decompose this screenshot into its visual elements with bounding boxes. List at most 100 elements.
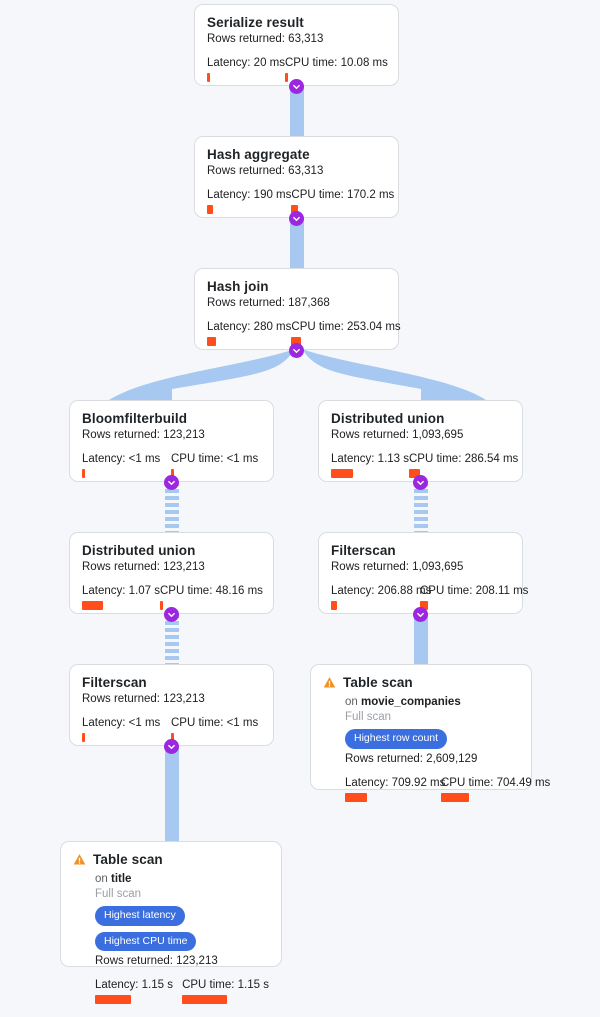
plan-node-distributed-union-right[interactable]: Distributed union Rows returned: 1,093,6… — [318, 400, 523, 482]
cpu-metric: CPU time: 1.15 s — [182, 978, 269, 1004]
plan-node-hash-join[interactable]: Hash join Rows returned: 187,368 Latency… — [194, 268, 401, 350]
rows-returned: Rows returned: 63,313 — [207, 165, 324, 177]
edge-hash-join-fanout — [100, 350, 495, 407]
node-metrics: Latency: 280 ms CPU time: 253.04 ms — [207, 320, 401, 346]
node-title: Bloomfilterbuild — [82, 411, 188, 426]
node-title: Filterscan — [82, 675, 147, 690]
node-metrics: Latency: 1.13 s CPU time: 286.54 ms — [331, 452, 518, 478]
latency-bar — [331, 601, 337, 610]
latency-label: Latency: <1 ms — [82, 453, 161, 465]
node-header-text: Table scan — [343, 675, 413, 691]
latency-label: Latency: 709.92 ms — [345, 776, 446, 789]
latency-bar — [207, 205, 213, 214]
cpu-bar — [291, 337, 302, 346]
edge-filterscan-right-to-table-scan — [414, 614, 428, 666]
cpu-label: CPU time: <1 ms — [171, 453, 259, 465]
latency-metric: Latency: 1.07 s — [82, 584, 160, 610]
edge-bloomfilterbuild-to-distributed-union — [165, 482, 179, 534]
node-metrics: Latency: 1.07 s CPU time: 48.16 ms — [82, 584, 263, 610]
node-title: Filterscan — [331, 543, 396, 558]
cpu-metric: CPU time: 10.08 ms — [284, 56, 388, 82]
node-body: on movie_companies Full scan Highest row… — [345, 695, 550, 802]
cpu-bar — [409, 469, 420, 478]
badge-list: Highest row count — [345, 729, 519, 749]
toggle-filterscan-left[interactable] — [164, 739, 179, 754]
plan-node-filterscan-right[interactable]: Filterscan Rows returned: 1,093,695 Late… — [318, 532, 528, 614]
cpu-metric: CPU time: 286.54 ms — [409, 452, 518, 478]
node-header: Filterscan — [82, 675, 261, 691]
node-header: Bloomfilterbuild — [82, 411, 261, 427]
cpu-metric: CPU time: 208.11 ms — [420, 584, 528, 610]
node-header: Table scan — [73, 852, 269, 871]
scan-type: Full scan — [95, 888, 142, 900]
cpu-bar — [160, 601, 163, 610]
toggle-filterscan-right[interactable] — [413, 607, 428, 622]
rows-returned: Rows returned: 123,213 — [95, 955, 218, 967]
node-body: on title Full scan Highest latency Highe… — [95, 872, 269, 1004]
toggle-distributed-union-left[interactable] — [164, 607, 179, 622]
plan-node-distributed-union-left[interactable]: Distributed union Rows returned: 123,213… — [69, 532, 274, 614]
on-prefix: on — [95, 873, 111, 885]
node-metrics: Latency: 190 ms CPU time: 170.2 ms — [207, 188, 394, 214]
cpu-label: CPU time: 253.04 ms — [291, 321, 401, 333]
latency-bar — [207, 73, 210, 82]
rows-returned: Rows returned: 63,313 — [207, 33, 324, 45]
rows-returned: Rows returned: 123,213 — [82, 561, 205, 573]
cpu-label: CPU time: 208.11 ms — [420, 585, 529, 597]
table-name: title — [111, 873, 132, 885]
toggle-hash-join[interactable] — [289, 343, 304, 358]
table-target: on movie_companies — [345, 695, 519, 710]
node-metrics: Latency: 20 ms CPU time: 10.08 ms — [207, 56, 388, 82]
cpu-metric: CPU time: 704.49 ms — [441, 776, 550, 802]
rows-returned: Rows returned: 1,093,695 — [331, 429, 464, 441]
node-title: Distributed union — [331, 411, 445, 426]
node-title: Serialize result — [207, 15, 304, 30]
rows-returned: Rows returned: 123,213 — [82, 429, 205, 441]
cpu-metric: CPU time: 48.16 ms — [160, 584, 263, 610]
node-header: Distributed union — [82, 543, 261, 559]
cpu-bar — [291, 205, 299, 214]
latency-metric: Latency: <1 ms — [82, 716, 171, 742]
cpu-bar — [171, 733, 174, 742]
latency-label: Latency: 190 ms — [207, 189, 292, 201]
plan-node-bloomfilterbuild[interactable]: Bloomfilterbuild Rows returned: 123,213 … — [69, 400, 274, 482]
toggle-distributed-union-right[interactable] — [413, 475, 428, 490]
toggle-bloomfilterbuild[interactable] — [164, 475, 179, 490]
plan-node-table-scan-title[interactable]: Table scan on title Full scan Highest la… — [60, 841, 282, 1004]
node-metrics: Latency: <1 ms CPU time: <1 ms — [82, 452, 261, 478]
plan-node-filterscan-left[interactable]: Filterscan Rows returned: 123,213 Latenc… — [69, 664, 274, 746]
latency-metric: Latency: 190 ms — [207, 188, 291, 214]
cpu-bar — [284, 73, 288, 82]
rows-returned: Rows returned: 2,609,129 — [345, 752, 478, 765]
plan-node-serialize-result[interactable]: Serialize result Rows returned: 63,313 L… — [194, 4, 399, 86]
node-header-text: Table scan — [93, 852, 163, 868]
scan-type: Full scan — [345, 711, 392, 723]
status-badge: Highest latency — [95, 906, 185, 926]
toggle-hash-aggregate[interactable] — [289, 211, 304, 226]
node-header: Hash join — [207, 279, 386, 295]
cpu-label: CPU time: 704.49 ms — [441, 776, 551, 789]
latency-label: Latency: 20 ms — [207, 57, 285, 69]
node-title: Hash join — [207, 279, 269, 294]
cpu-bar — [171, 469, 174, 478]
node-metrics: Latency: 1.15 s CPU time: 1.15 s — [95, 978, 269, 1004]
node-header: Filterscan — [331, 543, 510, 559]
latency-bar — [82, 733, 85, 742]
cpu-label: CPU time: <1 ms — [171, 717, 259, 729]
latency-metric: Latency: 1.15 s — [95, 978, 182, 1004]
cpu-label: CPU time: 170.2 ms — [291, 189, 395, 201]
cpu-label: CPU time: 10.08 ms — [284, 57, 388, 69]
plan-node-table-scan-movie-companies[interactable]: Table scan on movie_companies Full scan … — [310, 664, 550, 802]
cpu-metric: CPU time: <1 ms — [171, 452, 258, 478]
latency-bar — [207, 337, 216, 346]
latency-label: Latency: 1.07 s — [82, 585, 160, 597]
cpu-label: CPU time: 1.15 s — [182, 979, 269, 991]
latency-metric: Latency: 1.13 s — [331, 452, 409, 478]
rows-returned: Rows returned: 1,093,695 — [331, 561, 464, 573]
plan-node-hash-aggregate[interactable]: Hash aggregate Rows returned: 63,313 Lat… — [194, 136, 399, 218]
toggle-serialize-result[interactable] — [289, 79, 304, 94]
latency-metric: Latency: 709.92 ms — [345, 776, 446, 802]
latency-label: Latency: 280 ms — [207, 321, 292, 333]
node-header: Serialize result — [207, 15, 386, 31]
cpu-label: CPU time: 286.54 ms — [409, 453, 519, 465]
